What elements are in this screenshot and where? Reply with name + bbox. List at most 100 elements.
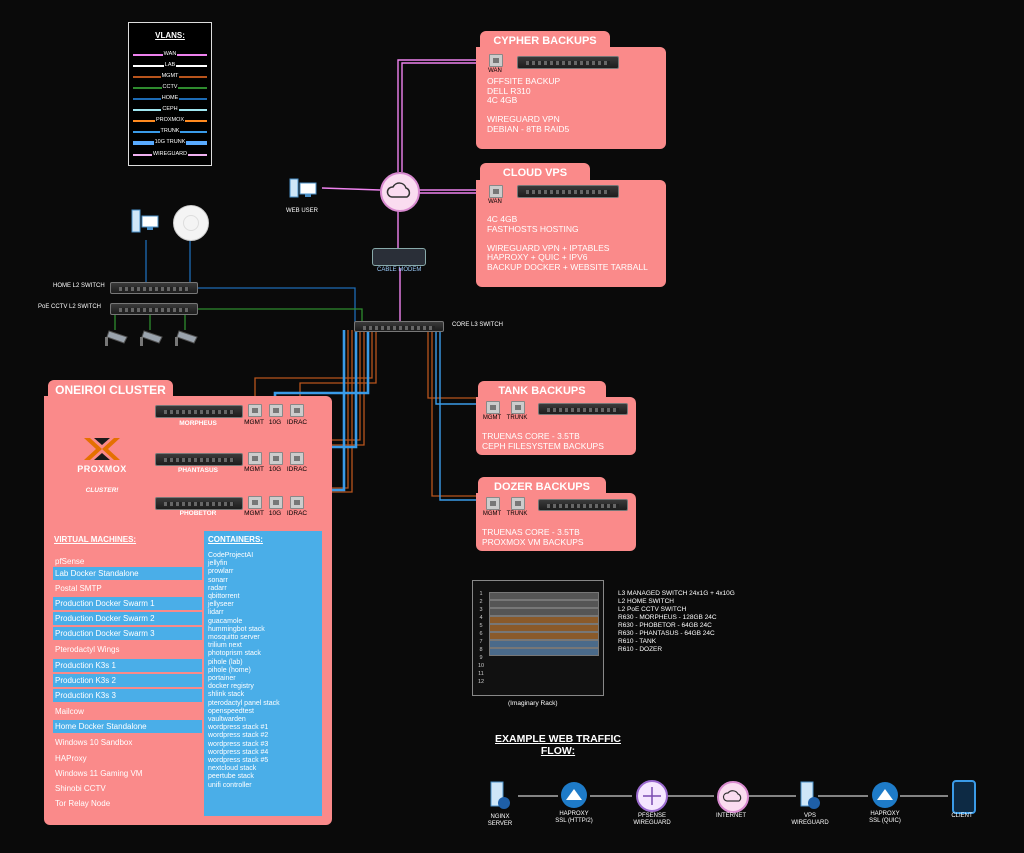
cloud-vps-card: WAN 4C 4GB FASTHOSTS HOSTING WIREGUARD V… <box>476 180 666 287</box>
rack-caption: (Imaginary Rack) <box>508 700 558 707</box>
vm-item: Home Docker Standalone <box>53 720 202 733</box>
rack-unit-number: 6 <box>479 631 483 637</box>
rack-device <box>489 616 599 624</box>
vlan-legend: VLANS: WAN LAB MGMT CCTV HOME CEPH PROXM… <box>128 22 212 166</box>
10g-port-icon <box>269 496 283 509</box>
rack-unit-number: 8 <box>479 647 483 653</box>
node-name: PHANTASUS <box>178 467 218 474</box>
legend-item-mgmt: MGMT <box>133 71 207 81</box>
cloud-icon <box>717 781 749 813</box>
cluster-title: ONEIROI CLUSTER <box>48 380 173 400</box>
trunk-port-label: TRUNK <box>506 415 528 421</box>
camera-icon <box>173 327 201 347</box>
vm-item: Tor Relay Node <box>55 799 111 808</box>
vm-item: Windows 11 Gaming VM <box>55 769 143 778</box>
server-icon <box>538 403 628 415</box>
vm-item: Production Docker Swarm 2 <box>53 612 202 625</box>
10g-port-icon <box>269 452 283 465</box>
vm-item: Production K3s 3 <box>53 689 202 702</box>
rack-unit-number: 3 <box>479 607 483 613</box>
cloud-vps-details: 4C 4GB FASTHOSTS HOSTING WIREGUARD VPN +… <box>487 214 648 272</box>
cloud-vps-title: CLOUD VPS <box>480 163 590 183</box>
port-label: MGMT <box>244 510 264 517</box>
mgmt-port-icon <box>486 497 500 510</box>
vm-header: VIRTUAL MACHINES: <box>54 535 137 544</box>
rack-device <box>489 608 599 616</box>
tank-details: TRUENAS CORE - 3.5TB CEPH FILESYSTEM BAC… <box>482 431 604 451</box>
legend-item-cctv: CCTV <box>133 82 207 92</box>
proxy-icon <box>872 782 898 808</box>
mgmt-port-label: MGMT <box>482 415 502 421</box>
port-label: MGMT <box>244 419 264 426</box>
server-icon <box>517 56 619 69</box>
home-pc-icon <box>130 208 160 238</box>
port-label: IDRAC <box>286 466 308 473</box>
proxy-icon <box>561 782 587 808</box>
flow-step-label: HAPROXY SSL (HTTP/2) <box>555 811 593 824</box>
proxmox-logo-icon <box>82 436 122 462</box>
rack: 1 2 3 4 5 6 7 8 9 10 11 12 <box>472 580 604 696</box>
vm-item: Pterodactyl Wings <box>55 645 120 654</box>
containers-list: CodeProjectAI jellyfin prowlarr sonarr r… <box>208 552 280 789</box>
internet-cloud-icon <box>380 172 420 212</box>
rack-unit-number: 5 <box>479 623 483 629</box>
node-name: MORPHEUS <box>179 420 217 427</box>
tank-card: MGMT TRUNK TRUENAS CORE - 3.5TB CEPH FIL… <box>476 397 636 455</box>
rack-unit-number: 9 <box>479 655 483 661</box>
dozer-details: TRUENAS CORE - 3.5TB PROXMOX VM BACKUPS <box>482 527 584 547</box>
phobetor-server-icon <box>155 497 243 510</box>
vm-item: Postal SMTP <box>55 584 102 593</box>
mgmt-port-icon <box>248 496 262 509</box>
rack-unit-number: 7 <box>479 639 483 645</box>
legend-item-proxmox: PROXMOX <box>133 115 207 125</box>
wan-port-icon <box>489 54 503 67</box>
wan-port-label: WAN <box>488 199 502 205</box>
rack-labels: L3 MANAGED SWITCH 24x1G + 4x10G L2 HOME … <box>618 590 735 653</box>
cypher-details: OFFSITE BACKUP DELL R310 4C 4GB WIREGUAR… <box>487 76 570 134</box>
web-user-label: WEB USER <box>286 208 319 214</box>
legend-item-ceph: CEPH <box>133 104 207 114</box>
legend-item-home: HOME <box>133 93 207 103</box>
legend-item-10g-trunk: 10G TRUNK <box>133 137 207 147</box>
cluster-subtitle: CLUSTER! <box>85 487 119 494</box>
10g-port-icon <box>269 404 283 417</box>
cctv-switch-label: PoE CCTV L2 SWITCH <box>38 304 102 310</box>
home-switch-label: HOME L2 SWITCH <box>53 283 105 289</box>
idrac-port-icon <box>290 404 304 417</box>
flow-step-label: INTERNET <box>716 813 746 819</box>
firewall-icon <box>636 780 668 812</box>
trunk-port-label: TRUNK <box>506 511 528 517</box>
mgmt-port-icon <box>486 401 500 414</box>
tank-title: TANK BACKUPS <box>478 381 606 401</box>
flow-step-label: NGINX SERVER <box>487 814 513 827</box>
vm-item: pfSense <box>55 557 85 566</box>
containers-panel: CONTAINERS: CodeProjectAI jellyfin prowl… <box>204 531 322 816</box>
camera-icon <box>103 327 131 347</box>
server-icon <box>517 185 619 198</box>
idrac-port-icon <box>290 496 304 509</box>
flow-title: EXAMPLE WEB TRAFFIC FLOW: <box>495 733 621 757</box>
phantasus-server-icon <box>155 453 243 466</box>
cable-modem-label: CABLE MODEM <box>377 267 422 273</box>
trunk-port-icon <box>511 497 525 510</box>
vm-item: Windows 10 Sandbox <box>55 738 133 747</box>
cctv-switch-icon <box>110 303 198 315</box>
trunk-port-icon <box>511 401 525 414</box>
legend-title: VLANS: <box>155 31 185 40</box>
flow-step-label: HAPROXY SSL (QUIC) <box>869 811 901 824</box>
mgmt-port-icon <box>248 404 262 417</box>
rack-unit-number: 10 <box>477 663 485 669</box>
legend-item-trunk: TRUNK <box>133 126 207 136</box>
rack-device <box>489 648 599 656</box>
containers-header: CONTAINERS: <box>208 535 263 544</box>
rack-unit-number: 4 <box>479 615 483 621</box>
vm-item: Lab Docker Standalone <box>53 567 202 580</box>
rack-device <box>489 640 599 648</box>
idrac-port-icon <box>290 452 304 465</box>
mgmt-port-label: MGMT <box>482 511 502 517</box>
port-label: MGMT <box>244 466 264 473</box>
legend-item-wireguard: WIREGUARD <box>133 149 207 159</box>
flow-step-label: CLIENT <box>951 813 973 819</box>
core-switch-icon <box>354 321 444 332</box>
rack-device <box>489 592 599 600</box>
